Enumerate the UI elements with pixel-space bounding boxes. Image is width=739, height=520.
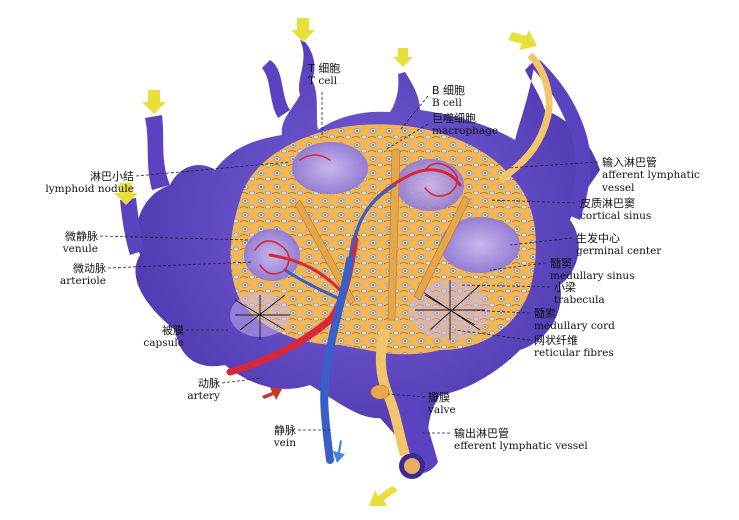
label-cortical-sinus: 皮质淋巴窦 cortical sinus (580, 197, 651, 223)
arrow-in-1 (291, 18, 315, 42)
arrow-out (369, 486, 398, 506)
label-reticular-fibres: 网状纤维 reticular fibres (534, 334, 614, 360)
label-b-cell: B 细胞 B cell (432, 84, 465, 110)
label-medullary-cord: 髓索 medullary cord (534, 307, 615, 333)
vein-arrow (333, 440, 345, 463)
arrow-in-4 (393, 48, 413, 67)
artery-arrow (262, 387, 282, 400)
label-artery: 动脉 artery (170, 377, 220, 403)
arrow-in-2 (142, 90, 166, 114)
label-venule: 微静脉 venule (36, 230, 98, 256)
label-trabecula: 小梁 trabecula (554, 281, 605, 307)
label-medullary-sinus: 髓窦 medullary sinus (550, 257, 635, 283)
label-macrophage: 巨噬细胞 macrophage (432, 112, 498, 138)
label-efferent-lymphatic-vessel: 输出淋巴管 efferent lymphatic vessel (454, 427, 588, 453)
label-afferent-lymphatic-vessel: 输入淋巴管 afferent lymphatic vessel (602, 156, 700, 195)
label-valve: 瓣膜 valve (428, 391, 456, 417)
label-arteriole: 微动脉 arteriole (40, 262, 106, 288)
label-capsule: 被膜 capsule (130, 324, 184, 350)
label-t-cell: T 细胞 T cell (308, 62, 340, 88)
label-lymphoid-nodule: 淋巴小结 lymphoid nodule (4, 170, 134, 196)
valve-shape (371, 385, 389, 399)
label-germinal-center: 生发中心 germinal center (576, 232, 661, 258)
arrow-in-5 (508, 30, 537, 50)
label-vein: 静脉 vein (252, 424, 296, 450)
